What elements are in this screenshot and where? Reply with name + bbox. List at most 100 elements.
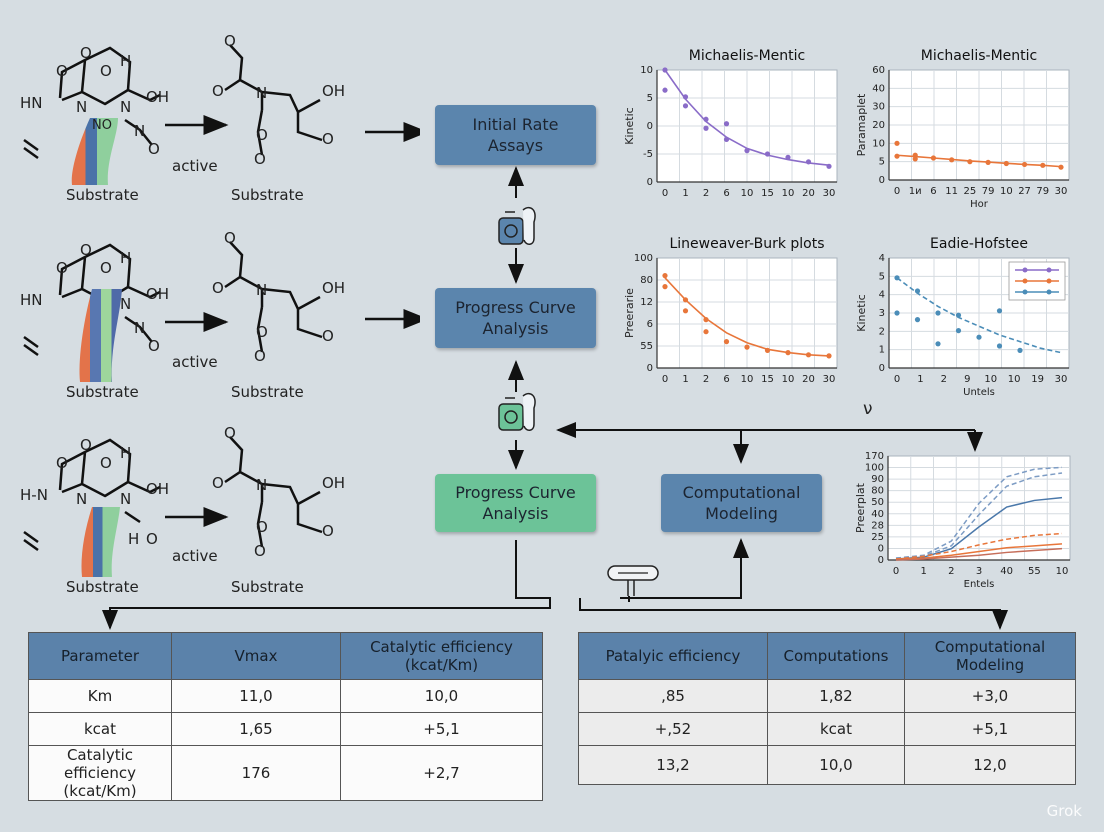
atom-n: N [134, 122, 146, 140]
x-tick-label: 6 [723, 188, 729, 199]
series-line [895, 543, 1063, 560]
box-label: Computational Modeling [682, 483, 801, 523]
chart-title: Michaelis-Mentic [921, 48, 1038, 64]
y-tick-label: 4 [879, 253, 885, 264]
atom-o: O [148, 140, 160, 158]
y-tick-label: 80 [871, 486, 884, 497]
atom-h: H [128, 530, 140, 548]
data-point [826, 353, 832, 359]
v-mark: ν [863, 399, 873, 419]
data-point [1040, 162, 1046, 168]
atom-o: O [256, 323, 268, 341]
table-header-cell: Catalytic efficiency (kcat/Km) [340, 632, 543, 680]
data-point [723, 136, 730, 143]
y-tick-label: 0 [879, 175, 885, 186]
data-point [967, 159, 973, 165]
y-axis-label: Preerarie [623, 288, 636, 338]
data-point [682, 297, 689, 303]
atom-n: N [134, 319, 146, 337]
x-tick-label: 2 [941, 374, 947, 385]
x-tick-label: 79 [982, 186, 995, 197]
progress-curve-analysis-box[interactable]: Progress Curve Analysis [435, 288, 596, 348]
data-point [662, 87, 668, 93]
data-point [744, 148, 750, 154]
substrate-label: Substrate [66, 186, 139, 204]
watermark-logo: Grok [1046, 802, 1082, 820]
x-tick-label: 11 [945, 186, 958, 197]
atom-n: N [256, 281, 268, 299]
y-tick-label: 40 [872, 83, 885, 94]
progress-curve-analysis-box-2[interactable]: Progress Curve Analysis [435, 474, 596, 532]
data-point [785, 154, 791, 160]
table-cell: +5,1 [340, 712, 543, 746]
data-point [935, 310, 941, 316]
chart-title: Lineweaver-Burk plots [669, 236, 824, 252]
y-tick-label: 40 [871, 509, 884, 520]
series-line [895, 496, 1063, 560]
data-point [1003, 160, 1009, 167]
data-point [894, 275, 900, 281]
data-point [682, 103, 689, 109]
atom-o: O [100, 259, 112, 277]
x-axis-label: Hor [970, 199, 989, 210]
y-tick-label: 60 [872, 65, 885, 76]
x-tick-label: 0 [662, 374, 668, 385]
x-tick-label: 15 [761, 374, 774, 385]
table-header-cell: Computational Modeling [904, 632, 1076, 680]
fit-line [896, 154, 1062, 168]
y-tick-label: 3 [879, 308, 885, 319]
x-tick-label: 55 [1028, 566, 1041, 577]
atom-o: O [100, 454, 112, 472]
table-header-row: Parameter Vmax Catalytic efficiency (kca… [28, 632, 543, 680]
data-point [703, 317, 709, 323]
active-label: active [172, 157, 218, 175]
table-cell: +,52 [578, 712, 768, 746]
atom-o: O [322, 130, 334, 148]
table-cell: kcat [28, 712, 172, 746]
data-point [744, 344, 750, 350]
x-tick-label: 10 [741, 188, 754, 199]
substrate-label: Substrate [231, 383, 304, 401]
table-header-cell: Vmax [171, 632, 341, 680]
data-point [935, 341, 941, 347]
box-label: Progress Curve Analysis [455, 298, 576, 338]
x-tick-label: 25 [964, 186, 977, 197]
table-cell: 13,2 [578, 745, 768, 785]
atom-oh: OH [146, 88, 170, 106]
x-tick-label: 0 [662, 188, 668, 199]
table-cell: 1,65 [171, 712, 341, 746]
y-tick-label: 1 [879, 345, 885, 356]
table-row: ,85 1,82 +3,0 [578, 679, 1076, 713]
x-tick-label: 0 [894, 374, 900, 385]
data-point [1021, 161, 1028, 168]
initial-rate-assays-box[interactable]: Initial Rate Assays [435, 105, 596, 165]
atom-o: O [256, 126, 268, 144]
atom-o: O [56, 454, 68, 472]
legend-marker [1046, 278, 1052, 284]
atom-hn: HN [20, 94, 43, 112]
legend-marker [1046, 267, 1052, 273]
computational-modeling-box[interactable]: Computational Modeling [661, 474, 822, 532]
atom-h: H [120, 52, 132, 70]
atom-h: H [120, 249, 132, 267]
table-row: Km 11,0 10,0 [28, 679, 543, 713]
x-tick-label: 40 [1000, 566, 1013, 577]
y-tick-label: 2 [879, 326, 885, 337]
data-point [912, 152, 918, 158]
fit-line [664, 277, 830, 357]
kinetic-parameters-table: Parameter Vmax Catalytic efficiency (kca… [28, 632, 543, 801]
y-tick-label: 100 [865, 463, 884, 474]
x-tick-label: 6 [930, 186, 936, 197]
data-point [976, 334, 982, 340]
data-point [764, 151, 771, 157]
atom-n: N [76, 490, 88, 508]
y-axis-label: Paramaplet [855, 93, 868, 156]
x-tick-label: 2 [703, 374, 709, 385]
table-cell: 1,82 [767, 679, 905, 713]
data-point [662, 273, 668, 279]
x-tick-label: 3 [976, 566, 982, 577]
x-tick-label: 1 [920, 566, 926, 577]
table-cell: 10,0 [340, 679, 543, 713]
atom-hn: H‑N [20, 486, 48, 504]
